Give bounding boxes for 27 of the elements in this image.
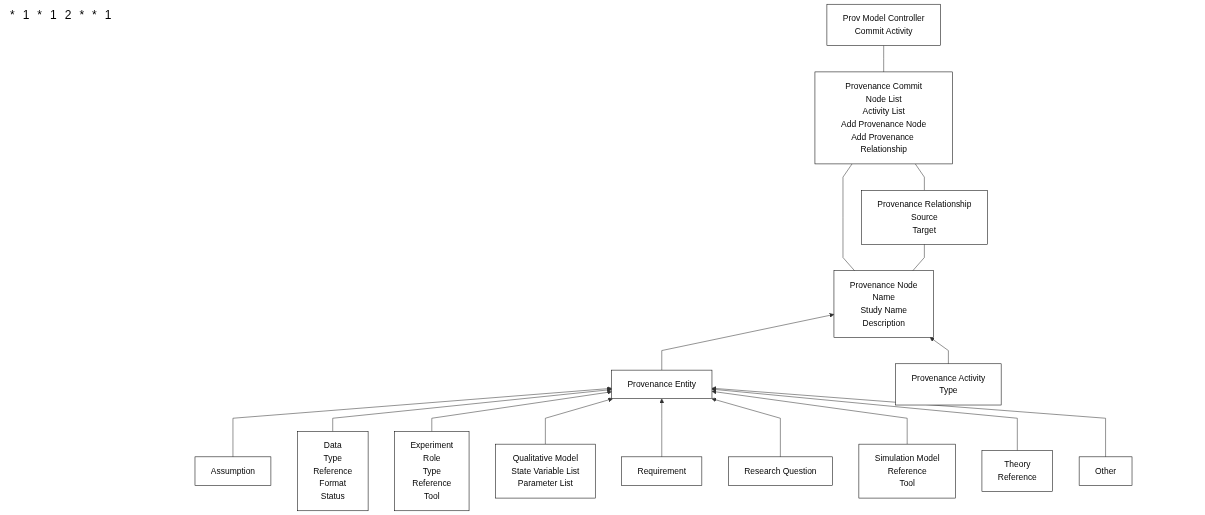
node-box: Provenance Entity: [611, 369, 713, 399]
multiplicity-label: *: [79, 8, 85, 22]
multiplicity-label: *: [10, 8, 15, 22]
node-box: Assumption: [194, 456, 272, 486]
multiplicity-label: 1: [104, 8, 112, 22]
connector: [842, 163, 855, 271]
node-box: Provenance Node Name Study Name Description: [833, 270, 934, 338]
multiplicity-label: 2: [64, 8, 72, 22]
node-box: Data Type Reference Format Status: [297, 431, 369, 512]
node-box: Qualitative Model State Variable List Parameter List: [495, 443, 596, 499]
node-box: Theory Reference: [981, 450, 1053, 492]
multiplicity-label: 1: [50, 8, 57, 22]
connector: [912, 244, 925, 271]
multiplicity-label: 1: [22, 8, 30, 22]
node-box: Requirement: [621, 456, 703, 486]
node-box: Provenance Commit Node List Activity List Add Provenance Node Add Provenance Relationship: [814, 71, 953, 165]
multiplicity-label: *: [37, 8, 43, 22]
node-box: Other: [1078, 456, 1133, 486]
node-box: Simulation Model Reference Tool: [858, 443, 956, 499]
node-box: Research Question: [728, 456, 833, 486]
node-box: Experiment Role Type Reference Tool: [394, 431, 470, 512]
connector: [883, 45, 884, 73]
connector: [915, 163, 925, 191]
node-box: Provenance Activity Type: [895, 363, 1002, 406]
multiplicity-label: *: [92, 8, 97, 22]
node-box: Provenance Relationship Source Target: [861, 190, 988, 245]
node-box: Prov Model Controller Commit Activity: [826, 3, 941, 46]
